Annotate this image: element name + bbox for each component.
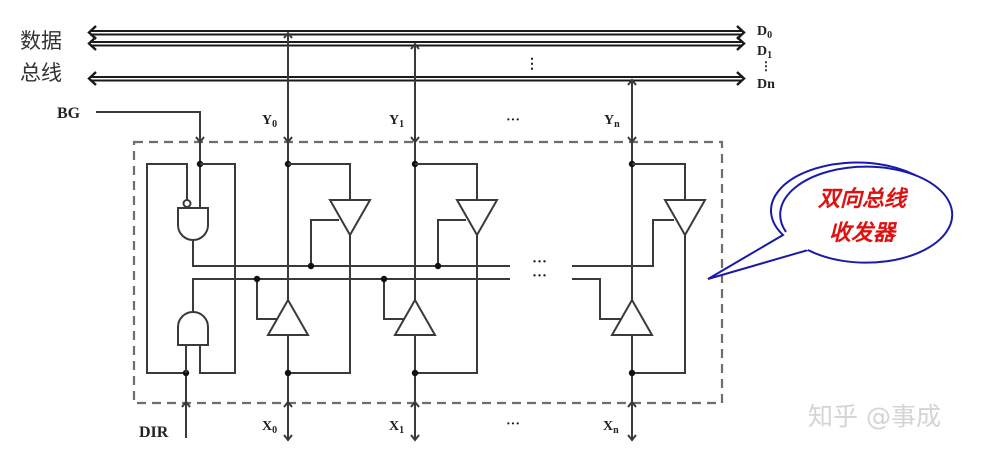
bus-ellipsis-middle: ⋮ xyxy=(525,57,539,72)
arrow-left-d0-icon xyxy=(87,25,97,40)
arrow-left-dn-icon xyxy=(87,71,97,86)
arrow-right-d0-icon xyxy=(736,25,746,40)
buffer-y-to-x-0 xyxy=(328,199,372,238)
watermark: 知乎 @事成 xyxy=(808,402,941,431)
callout-text-line1: 双向总线 xyxy=(817,186,909,212)
y-ellipsis: ··· xyxy=(506,113,520,128)
control-line-2 xyxy=(192,278,510,312)
bus-label-d1: D1 xyxy=(757,44,772,61)
x1-label: X1 xyxy=(389,419,404,436)
control-line-1 xyxy=(192,240,510,267)
x0-label: X0 xyxy=(262,419,277,436)
dir-label: DIR xyxy=(139,424,169,441)
bus-label-dn: Dn xyxy=(757,77,775,92)
arrow-left-d1-icon xyxy=(87,36,97,51)
y1-label: Y1 xyxy=(389,113,404,130)
inverter-bubble xyxy=(182,199,192,208)
bg-wire xyxy=(96,111,201,142)
control-ellipsis-1: ··· xyxy=(532,254,547,270)
callout-balloon: 双向总线 收发器 xyxy=(707,161,954,280)
bus-label-d0: D0 xyxy=(757,24,772,41)
transceiver-cell-1: X1 xyxy=(380,142,499,442)
y0-label: Y0 xyxy=(262,113,277,130)
arrow-right-dn-icon xyxy=(736,71,746,86)
bus-ellipsis-right: ⋮ xyxy=(760,59,772,73)
yn-label: Yn xyxy=(604,113,620,130)
buffer-x-to-y-1 xyxy=(393,297,437,336)
y-ports: Y0 Y1 ··· Yn xyxy=(262,31,637,144)
control-ellipsis-2: ··· xyxy=(532,268,547,284)
buffer-x-to-y-0 xyxy=(266,297,310,336)
buffer-y-to-x-1 xyxy=(455,199,499,238)
and-gate xyxy=(177,311,209,346)
bus-label-line1: 数据 xyxy=(20,29,62,53)
callout-text-line2: 收发器 xyxy=(829,220,898,246)
data-bus: 数据 总线 D0 D1 ⋮ Dn ⋮ xyxy=(20,24,775,92)
x-ellipsis: ··· xyxy=(506,417,520,432)
bg-label: BG xyxy=(57,105,81,122)
control-logic xyxy=(146,142,510,377)
bus-label-line2: 总线 xyxy=(20,61,62,85)
transceiver-cell-n: Xn xyxy=(572,142,707,442)
xn-label: Xn xyxy=(603,419,619,436)
nand-gate xyxy=(177,207,209,241)
arrow-right-d1-icon xyxy=(736,36,746,51)
buffer-y-to-x-n xyxy=(663,199,707,238)
transceiver-boundary xyxy=(132,140,724,405)
transceiver-cell-0: X0 xyxy=(253,142,372,442)
buffer-x-to-y-n xyxy=(610,297,654,336)
